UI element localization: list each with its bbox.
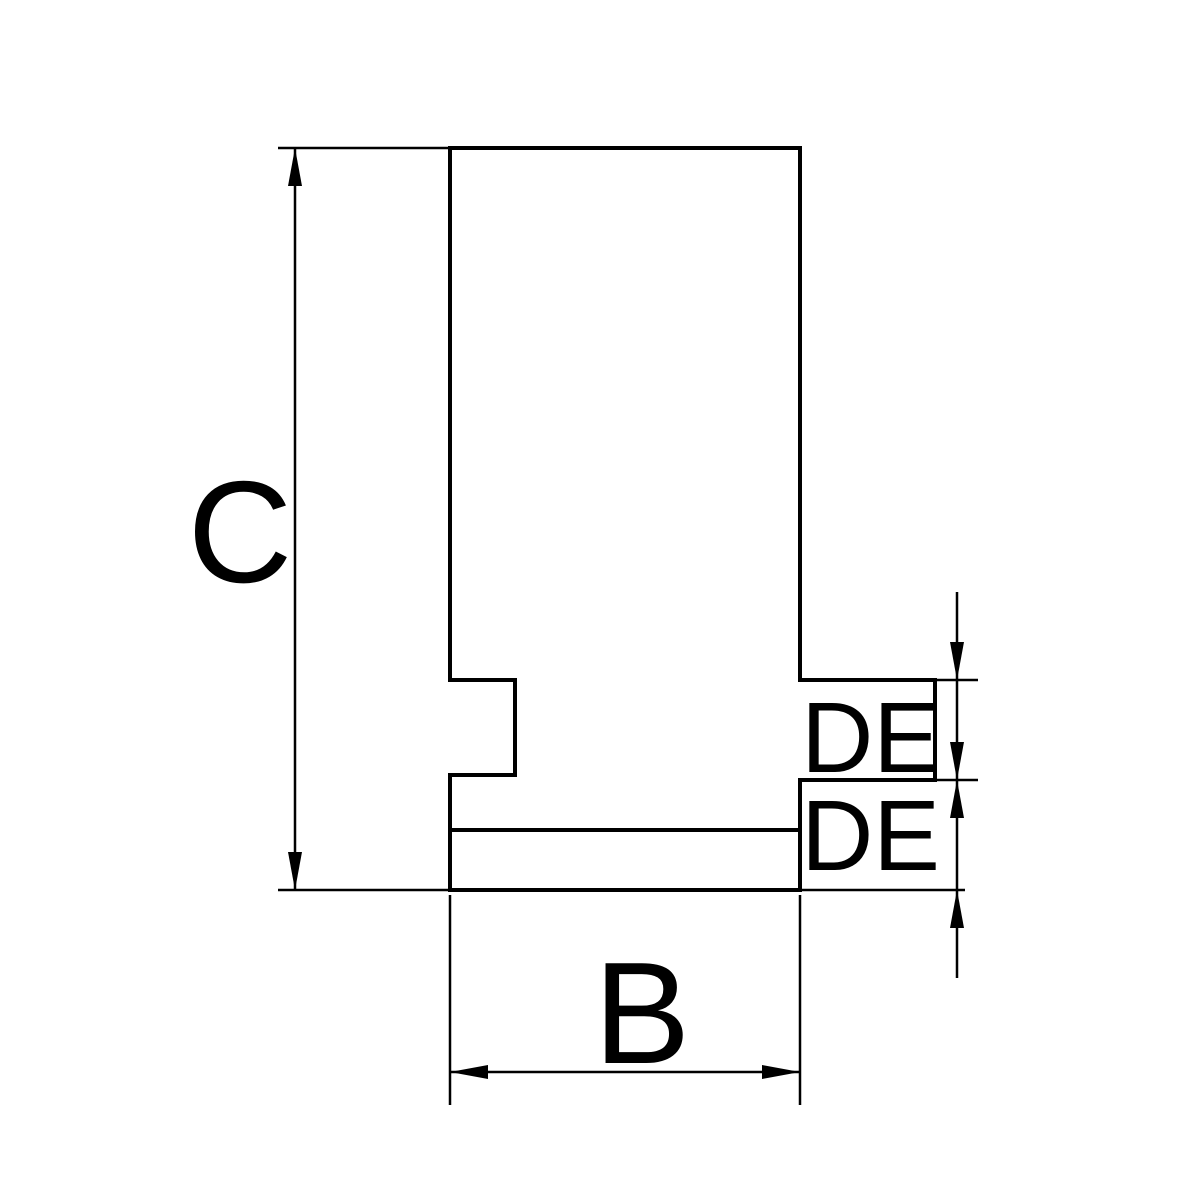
dim-e-arrow-up-icon	[950, 780, 964, 818]
dim-e-arrow-down-icon	[950, 642, 964, 680]
dim-label-b: B	[594, 932, 691, 1094]
dim-b-arrow-right-icon	[762, 1065, 800, 1079]
dim-c-arrow-down-icon	[288, 852, 302, 890]
dim-d-arrow-up-icon	[950, 890, 964, 928]
dim-label-de-lower: DE	[801, 780, 940, 892]
drawing-fills: C B DE DE	[188, 148, 964, 1094]
dim-c-arrow-up-icon	[288, 148, 302, 186]
dim-b-arrow-left-icon	[450, 1065, 488, 1079]
dim-label-c: C	[188, 451, 293, 613]
dim-label-de-upper: DE	[801, 682, 940, 794]
dim-d-arrow-down-icon	[950, 742, 964, 780]
